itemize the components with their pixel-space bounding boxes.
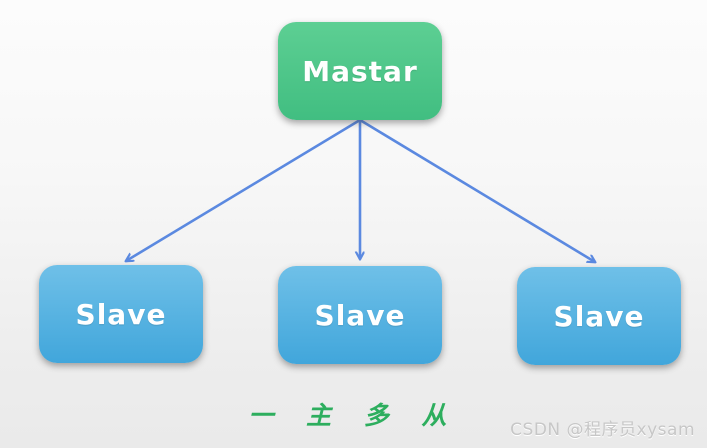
node-slave-3-label: Slave [553, 299, 645, 333]
diagram-caption: 一 主 多 从 [248, 401, 459, 430]
node-slave-2: Slave [278, 266, 442, 364]
watermark-text: CSDN @程序员xysam [510, 420, 695, 440]
node-slave-3: Slave [517, 267, 681, 365]
node-master-label: Mastar [302, 54, 418, 88]
node-slave-2-label: Slave [314, 298, 406, 332]
arrow-master-to-slave3 [359, 118, 595, 262]
arrow-master-to-slave1 [126, 118, 361, 261]
node-master: Mastar [278, 22, 442, 120]
node-slave-1: Slave [39, 265, 203, 363]
node-slave-1-label: Slave [75, 297, 167, 331]
